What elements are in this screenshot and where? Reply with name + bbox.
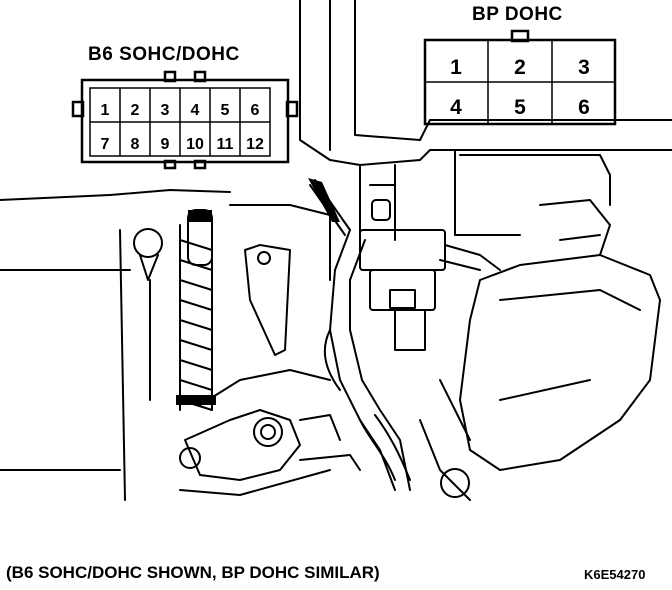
figure-code: K6E54270	[584, 567, 646, 582]
bp-pin: 5	[514, 96, 526, 119]
bp-pin: 2	[514, 56, 526, 79]
bp-connector-diagram	[423, 29, 617, 126]
b6-pin: 7	[100, 136, 110, 153]
bp-pin: 6	[578, 96, 590, 119]
b6-pin: 9	[160, 136, 170, 153]
b6-pin: 4	[190, 102, 200, 119]
b6-pin: 1	[100, 102, 110, 119]
b6-pin: 11	[216, 136, 234, 153]
b6-pin: 5	[220, 102, 230, 119]
figure-caption: (B6 SOHC/DOHC SHOWN, BP DOHC SIMILAR)	[6, 563, 380, 582]
b6-pin: 10	[186, 136, 204, 153]
b6-pin: 8	[130, 136, 140, 153]
bp-pin: 3	[578, 56, 590, 79]
bp-pin: 4	[450, 96, 462, 119]
b6-pin: 12	[246, 136, 264, 153]
b6-pin: 2	[130, 102, 140, 119]
bp-connector-label: BP DOHC	[472, 4, 563, 25]
b6-pin: 3	[160, 102, 170, 119]
b6-pin: 6	[250, 102, 260, 119]
b6-connector-diagram	[71, 70, 299, 170]
b6-connector-label: B6 SOHC/DOHC	[88, 44, 240, 65]
bp-pin: 1	[450, 56, 462, 79]
